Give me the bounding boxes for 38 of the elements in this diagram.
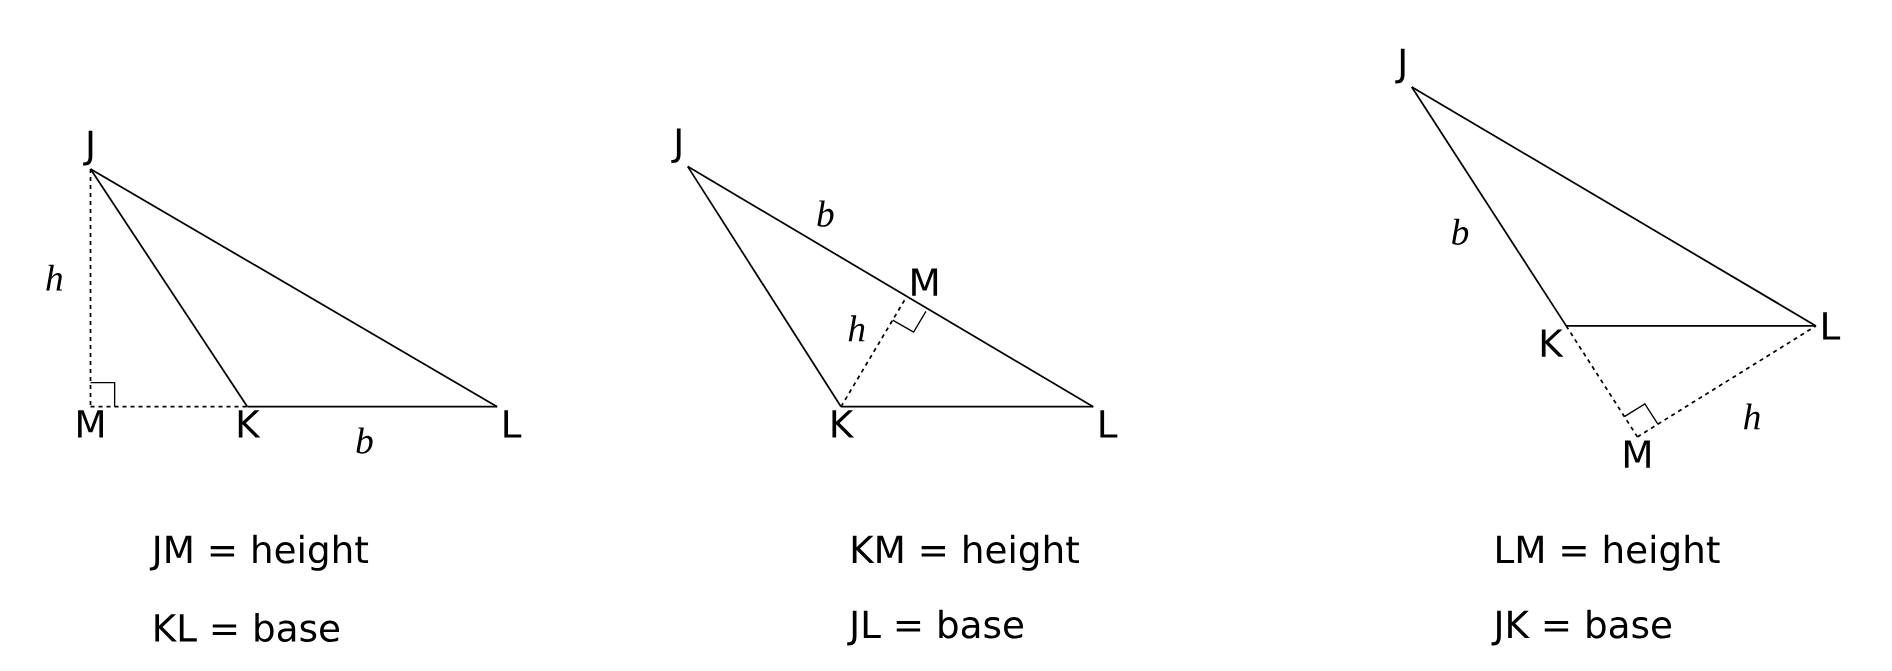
caption-text: JM = height (149, 534, 369, 571)
triangle-side (89, 168, 498, 408)
caption-text: KM = height (852, 534, 1079, 571)
vertex-label: K (1541, 329, 1564, 357)
triangle-side (1410, 86, 1817, 327)
caption-text: KL = base (155, 613, 339, 642)
caption-text: JL = base (847, 609, 1023, 646)
triangle-side (89, 168, 92, 408)
triangle-side (1410, 86, 1568, 327)
triangle-side (1565, 325, 1817, 327)
triangle-side (246, 405, 498, 408)
vertex-label: K (238, 410, 261, 438)
vertex-label: L (504, 410, 522, 438)
edge-label: b (356, 427, 373, 454)
triangle-side (686, 165, 842, 408)
vertex-label: M (1624, 440, 1650, 468)
triangle-side (840, 405, 1095, 408)
triangle-side (686, 165, 1095, 408)
vertex-label: M (78, 410, 103, 438)
vertex-label: J (671, 128, 681, 164)
edge-label: h (848, 315, 865, 342)
caption-text: JK = base (1491, 609, 1671, 646)
edge-label: h (46, 264, 63, 291)
vertex-label: L (1823, 312, 1841, 340)
triangle-side (1565, 325, 1639, 438)
edge-label: b (1452, 218, 1469, 245)
vertex-label: J (83, 130, 93, 166)
vertex-label: M (912, 268, 938, 296)
vertex-label: K (832, 410, 855, 438)
triangle-side (1636, 325, 1817, 438)
vertex-label: L (1100, 410, 1118, 438)
edge-label: h (1744, 403, 1760, 430)
triangle-side (89, 405, 249, 408)
edge-label: b (817, 200, 834, 227)
vertex-label: J (1395, 48, 1405, 84)
caption-text: LM = height (1497, 534, 1720, 571)
triangle-side (840, 298, 906, 408)
triangle-side (89, 168, 249, 408)
